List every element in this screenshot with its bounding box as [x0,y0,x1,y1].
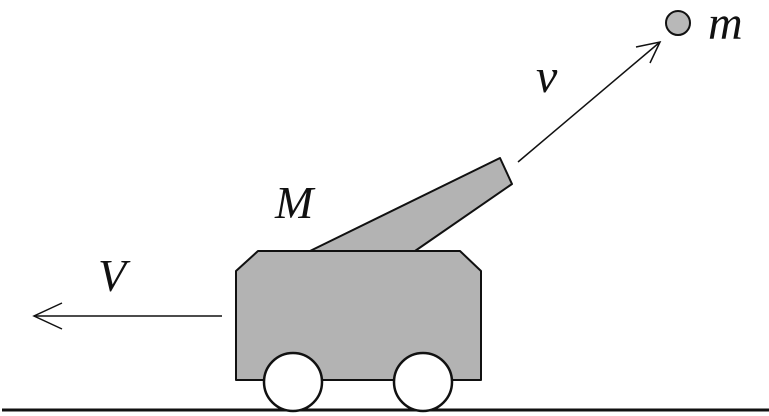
projectile-velocity-arrow-shaft [517,41,661,163]
projectile-velocity-arrowhead [635,40,662,64]
cart-wheel-left [262,351,324,413]
cannon-barrel [309,157,513,252]
cart-mass-label: M [274,177,316,228]
cart-body [235,250,482,381]
projectile-ball [665,10,691,36]
cart-velocity-arrowhead [32,302,63,330]
projectile-velocity-label: v [536,50,558,103]
projectile-mass-label: m [708,0,743,50]
cart-wheel-right [392,351,454,413]
cart-velocity-label: V [98,250,131,301]
